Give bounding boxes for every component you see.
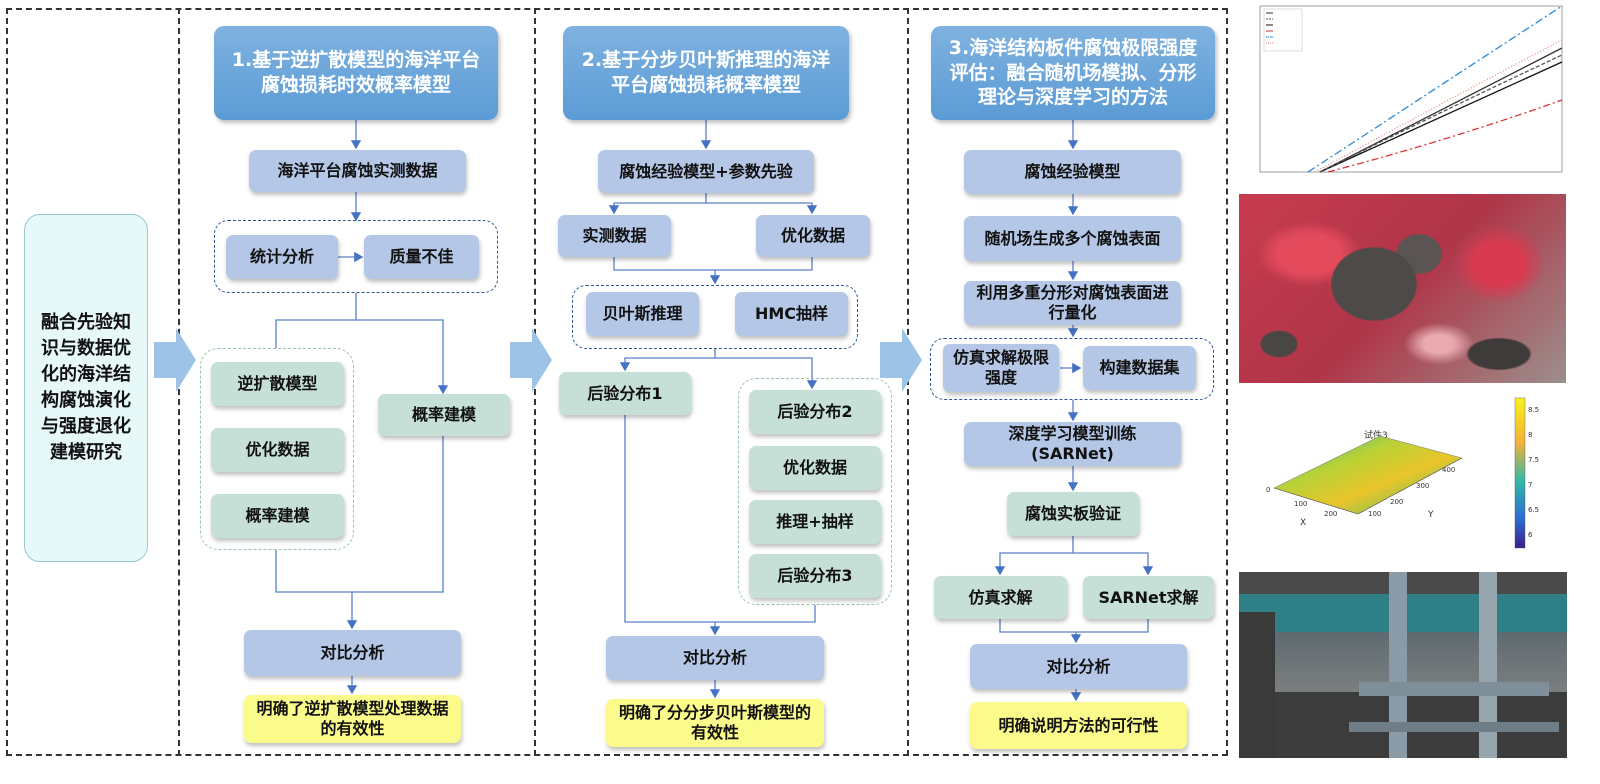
colorbar-tick-1: 8 (1528, 431, 1533, 439)
corroded-plate-photo (1239, 194, 1566, 383)
arrow-1-icon (154, 328, 196, 392)
col2-post2-box: 后验分布2 (749, 390, 881, 434)
col1-model-group (200, 348, 354, 550)
y-tick-2: 300 (1416, 482, 1430, 490)
col1-result-box: 明确了逆扩散模型处理数据的有效性 (244, 695, 461, 743)
col1-title: 1.基于逆扩散模型的海洋平台腐蚀损耗时效概率模型 (214, 26, 498, 120)
test-rig-photo (1239, 572, 1567, 758)
col3-compare-box: 对比分析 (970, 644, 1187, 689)
col1-prob2-box: 概率建模 (378, 394, 510, 436)
corrosion-chart-thumbnail (1240, 0, 1568, 184)
col3-dl-box: 深度学习模型训练(SARNet) (964, 422, 1181, 466)
y-tick-0: 100 (1368, 510, 1382, 518)
col2-hmc-box: HMC抽样 (735, 292, 848, 336)
arrow-3-icon (880, 328, 922, 392)
col1-stat-group (214, 220, 498, 293)
col2-posterior-group (738, 378, 892, 605)
surface-plot-title: 试件3 (1364, 431, 1388, 441)
col1-compare-box: 对比分析 (244, 630, 461, 676)
y-tick-3: 400 (1442, 466, 1456, 474)
colorbar-tick-5: 6 (1528, 531, 1533, 539)
col3-verify-box: 腐蚀实板验证 (1007, 492, 1139, 536)
col3-sarsolve-box: SARNet求解 (1083, 576, 1214, 619)
col3-simsolve-box: 仿真求解 (934, 576, 1067, 619)
col2-post3-box: 后验分布3 (749, 554, 881, 598)
col2-measured-box: 实测数据 (558, 215, 671, 257)
arrow-2-icon (510, 328, 552, 392)
col3-fractal-box: 利用多重分形对腐蚀表面进行量化 (964, 281, 1181, 325)
col2-title: 2.基于分步贝叶斯推理的海洋平台腐蚀损耗概率模型 (563, 26, 849, 120)
outer-panel (6, 8, 1228, 756)
surface-plot-x-label: X (1300, 518, 1307, 528)
x-tick-1: 100 (1294, 500, 1308, 508)
col3-sim-box: 仿真求解极限强度 (943, 344, 1059, 392)
surface-plot: 试件3 X Y 0 100 200 100 200 300 (1240, 390, 1568, 558)
colorbar-tick-3: 7 (1528, 481, 1533, 489)
col1-stat-box: 统计分析 (226, 235, 338, 279)
col3-empirical-box: 腐蚀经验模型 (964, 150, 1181, 194)
col3-random-box: 随机场生成多个腐蚀表面 (964, 216, 1181, 261)
colorbar-tick-0: 8.5 (1528, 406, 1540, 414)
col2-result-box: 明确了分分步贝叶斯模型的有效性 (606, 699, 824, 747)
y-tick-1: 200 (1390, 498, 1404, 506)
col3-title: 3.海洋结构板件腐蚀极限强度评估：融合随机场模拟、分形理论与深度学习的方法 (931, 26, 1215, 120)
col2-empirical-box: 腐蚀经验模型+参数先验 (598, 150, 814, 193)
surface-plot-y-label: Y (1428, 510, 1434, 520)
col1-prob-box: 概率建模 (211, 494, 344, 538)
col3-sim-group (930, 338, 1214, 400)
col2-bayes-box: 贝叶斯推理 (586, 292, 699, 336)
x-tick-0: 0 (1266, 486, 1271, 494)
col1-data-box: 海洋平台腐蚀实测数据 (249, 150, 466, 192)
col1-inverse-box: 逆扩散模型 (211, 362, 344, 406)
col2-infer-box: 推理+抽样 (749, 500, 881, 544)
col2-post1-box: 后验分布1 (559, 372, 691, 415)
x-tick-2: 200 (1324, 510, 1338, 518)
col1-optimize-box: 优化数据 (211, 428, 344, 472)
col2-bayes-group (572, 285, 858, 349)
col2-optimized-box: 优化数据 (756, 215, 870, 257)
col2-opt2-box: 优化数据 (749, 446, 881, 490)
col1-quality-box: 质量不佳 (364, 235, 479, 279)
colorbar-tick-4: 6.5 (1528, 506, 1540, 514)
col3-dataset-box: 构建数据集 (1083, 346, 1196, 390)
colorbar-tick-2: 7.5 (1528, 456, 1540, 464)
col2-compare-box: 对比分析 (606, 636, 824, 680)
research-topic-label: 融合先验知识与数据优化的海洋结构腐蚀演化与强度退化建模研究 (24, 214, 148, 562)
col3-result-box: 明确说明方法的可行性 (970, 702, 1187, 749)
